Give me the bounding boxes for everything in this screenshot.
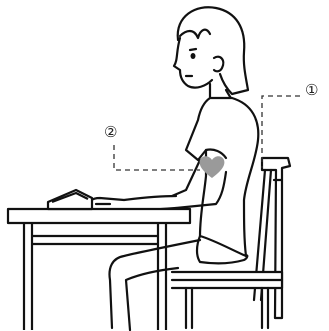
callout-one: ① bbox=[305, 81, 318, 99]
upper-arm bbox=[172, 160, 200, 196]
face bbox=[174, 38, 212, 88]
bp-monitor bbox=[48, 190, 92, 209]
table-top bbox=[8, 209, 190, 223]
hair bbox=[178, 7, 248, 94]
callout-two: ② bbox=[104, 123, 117, 141]
shirt bbox=[186, 98, 258, 256]
